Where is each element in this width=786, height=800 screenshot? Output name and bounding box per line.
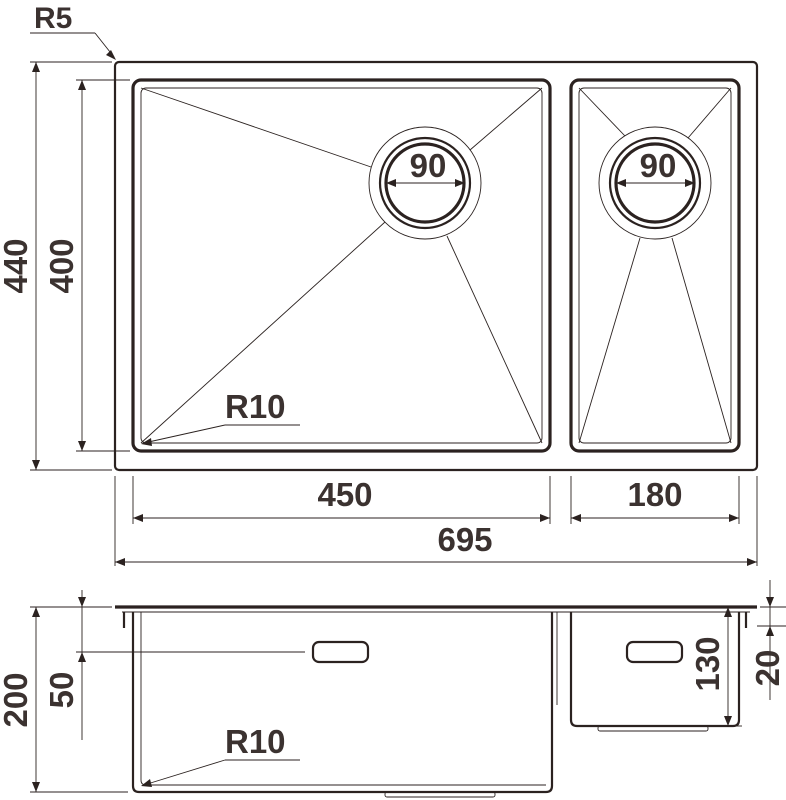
big-bowl-inner <box>140 87 543 444</box>
arrow-icon <box>32 782 40 792</box>
big-drain-flange <box>384 791 496 798</box>
overflow-50-label: 50 <box>43 672 80 709</box>
arrow-icon <box>386 179 396 187</box>
slope-line <box>140 87 372 168</box>
slope-line <box>578 237 641 444</box>
arrow-icon <box>32 62 40 72</box>
r10-leader <box>143 424 226 444</box>
arrow-icon <box>106 50 116 60</box>
height-440-label: 440 <box>0 238 34 293</box>
big-bowl-profile <box>131 612 554 794</box>
outer-rim <box>113 60 759 472</box>
width-450-label: 450 <box>317 476 372 513</box>
arrow-icon <box>115 558 125 566</box>
small-bowl <box>569 78 741 453</box>
arrow-icon <box>724 716 732 726</box>
r10-side-leader <box>143 759 226 786</box>
slope-line <box>469 87 543 151</box>
arrow-icon <box>724 607 732 617</box>
arrow-icon <box>78 652 86 662</box>
overflow-slot <box>311 640 370 664</box>
arrow-icon <box>78 597 86 607</box>
small-drain-outer <box>598 126 712 240</box>
big-drain-label: 90 <box>410 147 447 184</box>
arrow-icon <box>141 779 152 787</box>
height-400-label: 400 <box>43 238 80 293</box>
r10-side-label: R10 <box>225 723 286 760</box>
arrow-icon <box>616 179 626 187</box>
arrow-icon <box>729 514 739 522</box>
arrow-icon <box>685 179 695 187</box>
small-drain-ring <box>608 136 702 230</box>
arrow-icon <box>766 626 774 636</box>
arrow-icon <box>747 558 757 566</box>
arrow-icon <box>78 80 86 90</box>
arrow-icon <box>141 438 152 446</box>
depth-130-label: 130 <box>689 636 726 691</box>
rim-20-label: 20 <box>749 650 786 687</box>
slope-line <box>446 235 543 444</box>
arrow-icon <box>32 607 40 617</box>
small-drain-label: 90 <box>640 147 677 184</box>
arrow-icon <box>455 179 465 187</box>
big-drain-outer <box>368 126 482 240</box>
width-180-label: 180 <box>627 476 682 513</box>
arrow-icon <box>540 514 550 522</box>
big-bowl-profile-inner <box>140 612 546 786</box>
small-bowl-inner <box>578 87 732 444</box>
big-drain-ring <box>378 136 472 230</box>
arrow-icon <box>766 597 774 607</box>
small-drain-flange <box>597 725 709 732</box>
big-bowl <box>131 78 552 453</box>
overflow-slot <box>625 640 684 664</box>
side-view <box>30 580 786 798</box>
slope-line <box>687 87 732 139</box>
slope-line <box>578 87 626 137</box>
arrow-icon <box>32 460 40 470</box>
slope-line <box>140 221 386 444</box>
arrow-icon <box>571 514 581 522</box>
width-695-label: 695 <box>437 521 492 558</box>
slope-line <box>671 237 732 444</box>
r10-top-label: R10 <box>225 388 286 425</box>
arrow-icon <box>133 514 143 522</box>
top-view <box>30 32 759 566</box>
arrow-icon <box>78 441 86 451</box>
r5-label: R5 <box>34 2 72 35</box>
depth-200-label: 200 <box>0 672 34 727</box>
